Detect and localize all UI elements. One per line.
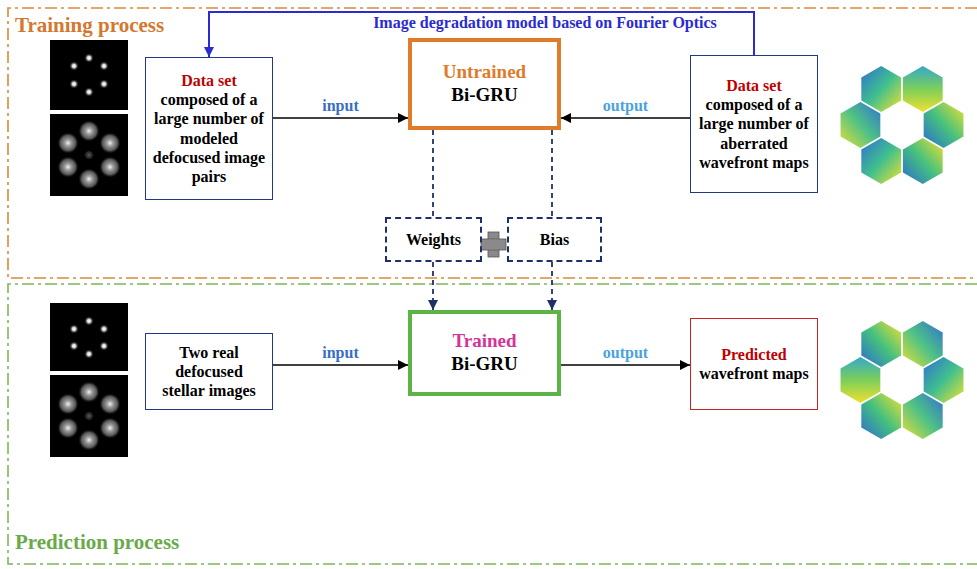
process-box: Data setcomposed of a large number of mo… bbox=[145, 57, 273, 200]
box-text: Two real defocused stellar images bbox=[152, 343, 266, 401]
connector-arrow bbox=[432, 262, 434, 310]
prediction-region-border bbox=[8, 284, 977, 564]
process-box: TrainedBi-GRU bbox=[408, 310, 561, 396]
box-text: Weights bbox=[406, 230, 461, 249]
process-box: UntrainedBi-GRU bbox=[408, 38, 561, 130]
connector-arrow bbox=[273, 364, 408, 366]
edge-label: output bbox=[601, 97, 650, 115]
edge-label: Image degradation model based on Fourier… bbox=[371, 14, 719, 32]
box-text: Data set bbox=[726, 76, 782, 95]
star-spots bbox=[69, 53, 109, 97]
box-text: Bi-GRU bbox=[451, 353, 518, 376]
connector-arrow bbox=[209, 12, 754, 57]
box-text: composed of a large number of aberrated … bbox=[697, 95, 811, 172]
star-spots bbox=[57, 120, 121, 190]
connector-arrow bbox=[273, 117, 408, 119]
box-text: Bi-GRU bbox=[451, 84, 518, 107]
wavefront-map bbox=[841, 321, 964, 439]
box-text: wavefront maps bbox=[699, 364, 808, 383]
process-region: Prediction process Two real defocused ste… bbox=[8, 284, 977, 564]
region-title: Prediction process bbox=[15, 530, 179, 555]
box-text: Trained bbox=[452, 330, 516, 353]
connector-arrow bbox=[551, 262, 553, 310]
connector-arrow bbox=[432, 130, 434, 217]
plus-symbol bbox=[481, 232, 506, 257]
box-text: Predicted bbox=[721, 345, 786, 364]
stellar-image bbox=[50, 303, 128, 371]
process-box: Two real defocused stellar images bbox=[145, 333, 273, 410]
connector-arrow bbox=[561, 364, 690, 366]
defocused-image bbox=[50, 114, 128, 196]
training-region-border bbox=[8, 8, 977, 278]
stellar-image bbox=[50, 375, 128, 457]
connector-arrow bbox=[561, 117, 690, 119]
region-title: Training process bbox=[15, 13, 164, 38]
process-box: Predictedwavefront maps bbox=[690, 318, 818, 410]
box-text: Bias bbox=[540, 230, 569, 249]
box-text: Data set bbox=[181, 71, 237, 90]
star-spots bbox=[57, 381, 121, 451]
defocused-image bbox=[50, 40, 128, 110]
wavefront-map bbox=[841, 66, 964, 184]
star-spots bbox=[69, 316, 109, 359]
box-text: Untrained bbox=[443, 61, 526, 84]
edge-label: input bbox=[320, 344, 360, 362]
edge-label: output bbox=[601, 344, 650, 362]
box-text: composed of a large number of modeled de… bbox=[152, 90, 266, 186]
process-box: Bias bbox=[507, 217, 602, 262]
connector-arrow bbox=[551, 130, 553, 217]
process-box: Weights bbox=[385, 217, 482, 262]
process-region: Training processData setcomposed of a la… bbox=[8, 8, 977, 278]
process-box: Data setcomposed of a large number of ab… bbox=[690, 55, 818, 193]
edge-label: input bbox=[320, 97, 360, 115]
